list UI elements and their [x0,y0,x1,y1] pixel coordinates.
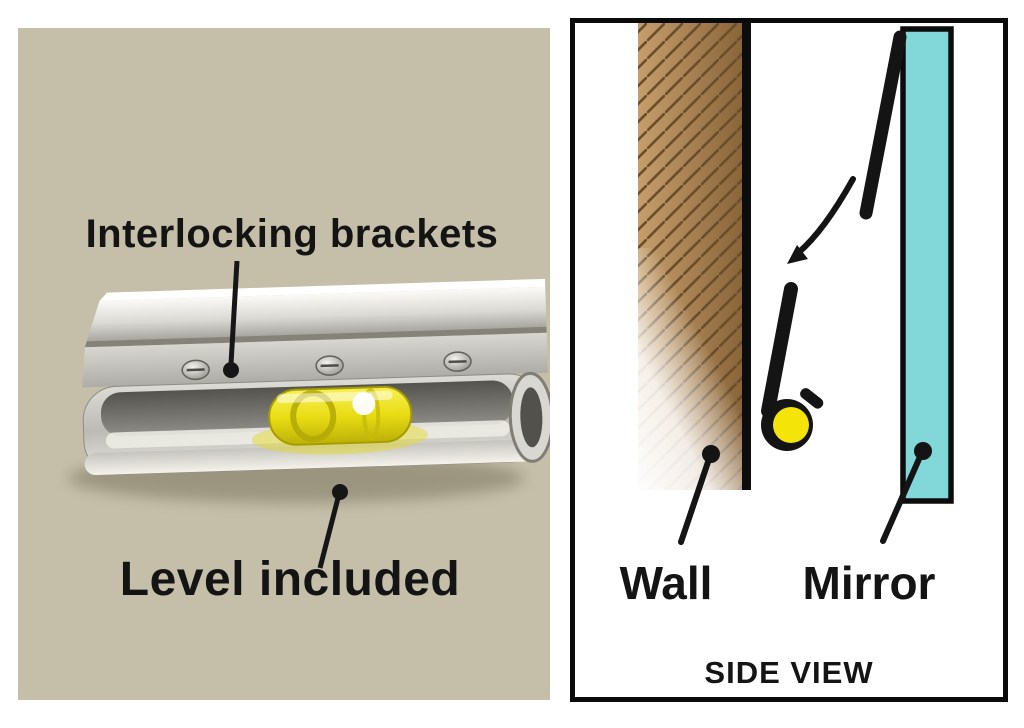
rail-top-edge [99,278,546,301]
swing-arrow-icon [787,176,856,264]
side-view-label: SIDE VIEW [704,655,874,690]
level-callout-line [317,497,341,569]
title-label: Interlocking brackets [85,212,499,256]
mirror-label: Mirror [802,557,936,609]
title-callout-dot [223,362,239,378]
wall-fade [630,248,751,493]
side-view-illustration [630,23,954,545]
caption-label: Level included [119,553,461,606]
title-callout-line [228,260,240,365]
wall-callout-dot [702,445,720,463]
top-flange [86,286,547,342]
level-indicator [773,407,809,443]
screw [443,351,472,372]
wall-callout-line [678,459,711,545]
wall-face-line [742,23,751,490]
channel-end-opening [508,371,550,463]
screw [181,359,210,381]
bracket-panel: Interlocking brackets Level included [18,28,550,700]
flange-shadow-line [84,326,547,348]
mirror-callout-line [880,456,922,544]
level-callout-dot [332,484,348,500]
bracket-illustration [68,260,550,569]
mirror [900,26,954,504]
channel-lip [84,439,545,476]
wall [630,23,751,493]
side-view-panel: Wall Mirror SIDE VIEW [570,18,1008,702]
mirror-callout-dot [914,442,932,460]
bracket-rail [82,278,550,476]
level-vial [251,385,428,455]
mirror-bracket [859,30,907,220]
wall-label: Wall [619,557,713,609]
screw [315,355,344,376]
wall-bracket [761,282,824,451]
